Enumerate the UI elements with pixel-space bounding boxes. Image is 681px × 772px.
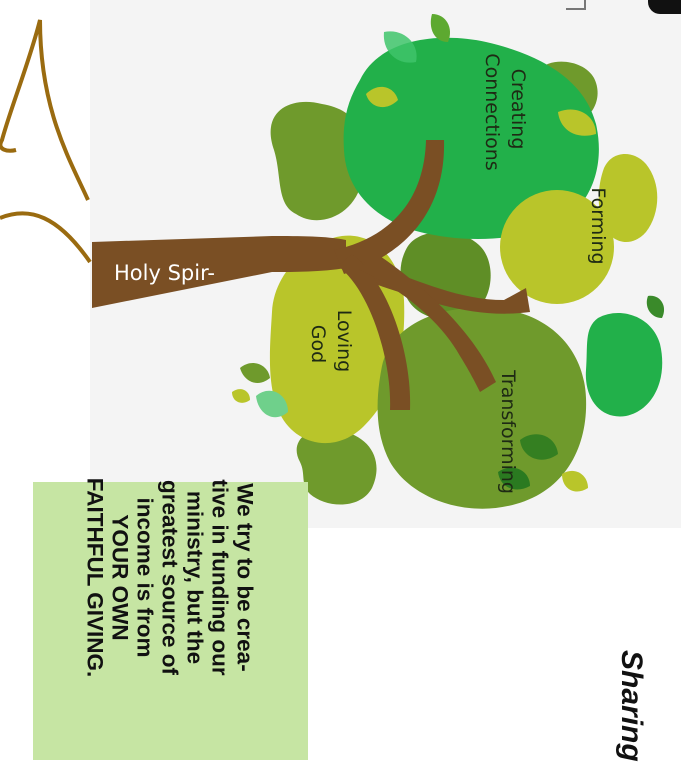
label-loving-god: Loving God bbox=[307, 310, 355, 379]
blob-green-right-lower bbox=[585, 313, 663, 417]
blob-olive-lower-left bbox=[296, 428, 377, 505]
branch-transforming bbox=[356, 256, 496, 392]
label-transforming: Transforming bbox=[497, 369, 519, 494]
blob-lime-right-upper bbox=[598, 153, 658, 243]
leaf-6 bbox=[256, 390, 288, 418]
leaf-2 bbox=[430, 14, 451, 42]
leaf-1 bbox=[383, 31, 417, 63]
corner-tab bbox=[648, 0, 681, 14]
branch-loving bbox=[338, 254, 411, 410]
label-creating-line-1: Creating bbox=[507, 69, 529, 150]
edge-heading-fragment: Sharing bbox=[615, 650, 648, 762]
branch-forming bbox=[348, 258, 530, 314]
leaf-11 bbox=[646, 295, 665, 318]
giving-note-text: We try to be crea- tive in funding our m… bbox=[82, 477, 258, 678]
leaf-7 bbox=[232, 389, 250, 403]
outline-stroke-upper bbox=[0, 19, 90, 201]
label-loving-line-2: God bbox=[307, 325, 329, 363]
leaf-3 bbox=[366, 86, 398, 108]
leaf-8 bbox=[520, 434, 558, 460]
leaf-5 bbox=[240, 363, 270, 383]
giving-note-box bbox=[33, 482, 308, 760]
label-creating-line-2: Connections bbox=[481, 53, 503, 170]
corner-mark bbox=[566, 0, 586, 10]
label-creating-connections: Creating Connections bbox=[481, 53, 529, 170]
label-trunk: Holy Spir- bbox=[114, 261, 215, 285]
outline-stroke-lower bbox=[0, 211, 92, 264]
leaf-10 bbox=[562, 470, 588, 492]
accent-leaves bbox=[232, 14, 665, 492]
label-loving-line-1: Loving bbox=[333, 310, 355, 373]
circle-creating-connections bbox=[343, 37, 599, 239]
leaf-9 bbox=[498, 467, 530, 490]
tree-trunk-group bbox=[92, 140, 530, 410]
label-forming: Forming bbox=[587, 187, 609, 264]
blob-olive-upper-left bbox=[270, 101, 366, 221]
leaf-4 bbox=[558, 109, 596, 136]
trunk bbox=[92, 236, 346, 308]
circle-transforming bbox=[377, 307, 587, 509]
circle-forming bbox=[500, 190, 614, 304]
